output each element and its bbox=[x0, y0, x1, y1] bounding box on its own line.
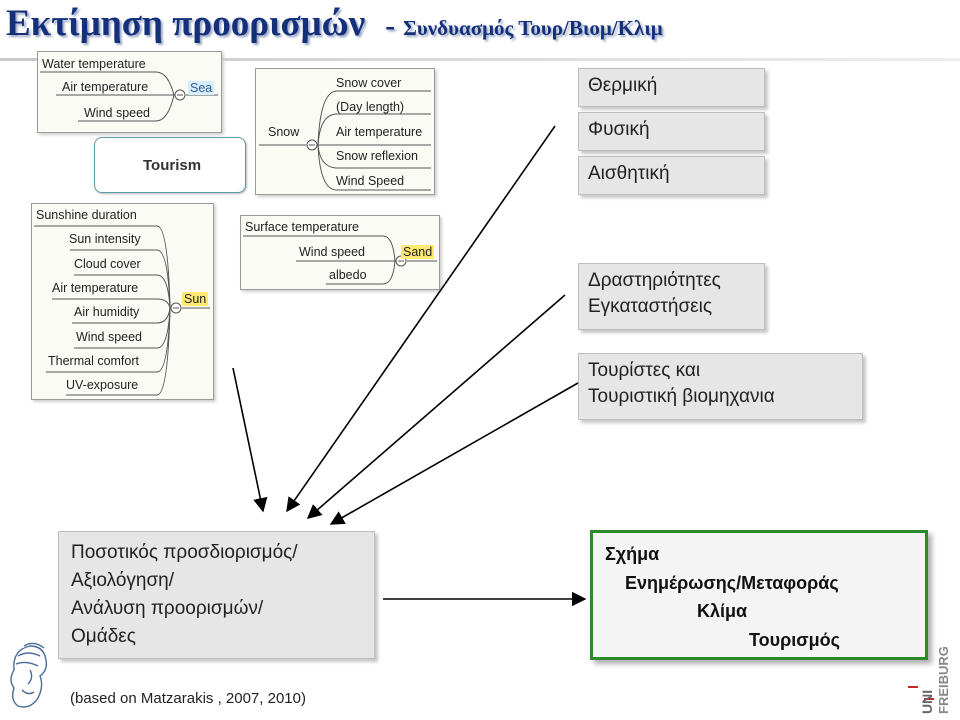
sand-center: Sand bbox=[401, 245, 435, 259]
analysis-line-3: Ομάδες bbox=[71, 626, 136, 647]
sun-item-1: Sun intensity bbox=[69, 232, 141, 246]
uni-freiburg-logo: UNI FREIBURG bbox=[908, 646, 951, 714]
sun-mindmap: Sunshine duration Sun intensity Cloud co… bbox=[31, 203, 214, 400]
snow-item-4: Wind Speed bbox=[336, 174, 405, 188]
sand-item-2: albedo bbox=[329, 268, 367, 282]
result-box: Σχήμα Ενημέρωσης/Μεταφοράς Κλίμα Τουρισμ… bbox=[590, 530, 928, 660]
result-line-0: Σχήμα bbox=[605, 544, 660, 564]
arrow-activities-to-analysis bbox=[306, 294, 566, 519]
sand-item-0: Surface temperature bbox=[245, 220, 359, 234]
arrow-tourists-to-analysis bbox=[329, 382, 579, 525]
analysis-line-2: Ανάλυση προορισμών/ bbox=[71, 598, 264, 619]
slide-title: Εκτίμηση προορισμών-Συνδυασμός Τουρ/Βιομ… bbox=[6, 2, 663, 45]
sun-item-2: Cloud cover bbox=[74, 257, 141, 271]
title-rule bbox=[0, 58, 960, 61]
snow-item-2: Air temperature bbox=[336, 125, 423, 139]
tourists-line-1: Τουριστική βιομηχανια bbox=[588, 386, 775, 407]
tourism-label: Tourism bbox=[143, 157, 202, 174]
snow-item-1: (Day length) bbox=[336, 100, 405, 114]
arrow-comfort-to-analysis bbox=[286, 125, 556, 513]
sun-item-7: UV-exposure bbox=[66, 378, 139, 392]
snow-mindmap: Snow Snow cover (Day length) Air tempera… bbox=[255, 68, 435, 195]
title-main: Εκτίμηση προορισμών bbox=[6, 3, 366, 44]
snow-connectors bbox=[259, 90, 431, 191]
sea-item-0: Water temperature bbox=[42, 57, 146, 71]
thermal-label: Θερμική bbox=[588, 75, 658, 96]
aesthetic-box: Αισθητική bbox=[578, 156, 765, 195]
sea-item-2: Wind speed bbox=[84, 106, 151, 120]
sun-item-5: Wind speed bbox=[76, 330, 143, 344]
citation: (based on Matzarakis , 2007, 2010) bbox=[70, 690, 306, 707]
sun-item-3: Air temperature bbox=[52, 281, 139, 295]
result-line-1: Ενημέρωσης/Μεταφοράς bbox=[625, 573, 839, 593]
sand-item-1: Wind speed bbox=[299, 245, 366, 259]
sun-item-6: Thermal comfort bbox=[48, 354, 139, 368]
result-line-3: Τουρισμός bbox=[749, 630, 840, 650]
tourists-line-0: Τουρίστες και bbox=[588, 360, 701, 381]
sand-mindmap: Surface temperature Wind speed albedo Sa… bbox=[240, 215, 440, 290]
physical-label: Φυσική bbox=[588, 119, 650, 140]
sun-center: Sun bbox=[182, 292, 209, 306]
sea-connectors bbox=[40, 71, 218, 122]
physical-box: Φυσική bbox=[578, 112, 765, 151]
snow-item-3: Snow reflexion bbox=[336, 149, 418, 163]
activities-line-1: Εγκαταστήσεις bbox=[588, 296, 713, 317]
athena-crest-icon bbox=[10, 642, 48, 708]
snow-center: Snow bbox=[268, 125, 300, 139]
aesthetic-label: Αισθητική bbox=[588, 163, 670, 184]
activities-line-0: Δραστηριότητες bbox=[588, 270, 721, 291]
thermal-box: Θερμική bbox=[578, 68, 765, 107]
title-subtitle: Συνδυασμός Τουρ/Βιομ/Κλιμ bbox=[403, 16, 663, 40]
sun-connectors bbox=[34, 225, 210, 396]
snow-item-0: Snow cover bbox=[336, 76, 402, 90]
sun-item-4: Air humidity bbox=[74, 305, 140, 319]
tourists-box: Τουρίστες και Τουριστική βιομηχανια bbox=[578, 353, 863, 420]
uni-text: UNI bbox=[919, 690, 935, 714]
sea-mindmap: Water temperature Air temperature Wind s… bbox=[37, 51, 222, 133]
arrow-sun-to-analysis bbox=[232, 367, 268, 513]
sea-item-1: Air temperature bbox=[62, 80, 149, 94]
sea-center: Sea bbox=[188, 81, 215, 95]
analysis-line-1: Αξιολόγηση/ bbox=[71, 570, 175, 591]
analysis-line-0: Ποσοτικός προσδιορισμός/ bbox=[71, 542, 298, 563]
activities-box: Δραστηριότητες Εγκαταστήσεις bbox=[578, 263, 765, 330]
title-separator: - bbox=[385, 9, 396, 42]
sand-connectors bbox=[243, 235, 437, 285]
freiburg-text: FREIBURG bbox=[936, 646, 951, 714]
sun-item-0: Sunshine duration bbox=[36, 208, 137, 222]
tourism-node: Tourism bbox=[94, 137, 246, 193]
analysis-box: Ποσοτικός προσδιορισμός/ Αξιολόγηση/ Ανά… bbox=[58, 531, 375, 659]
result-line-2: Κλίμα bbox=[697, 601, 748, 621]
